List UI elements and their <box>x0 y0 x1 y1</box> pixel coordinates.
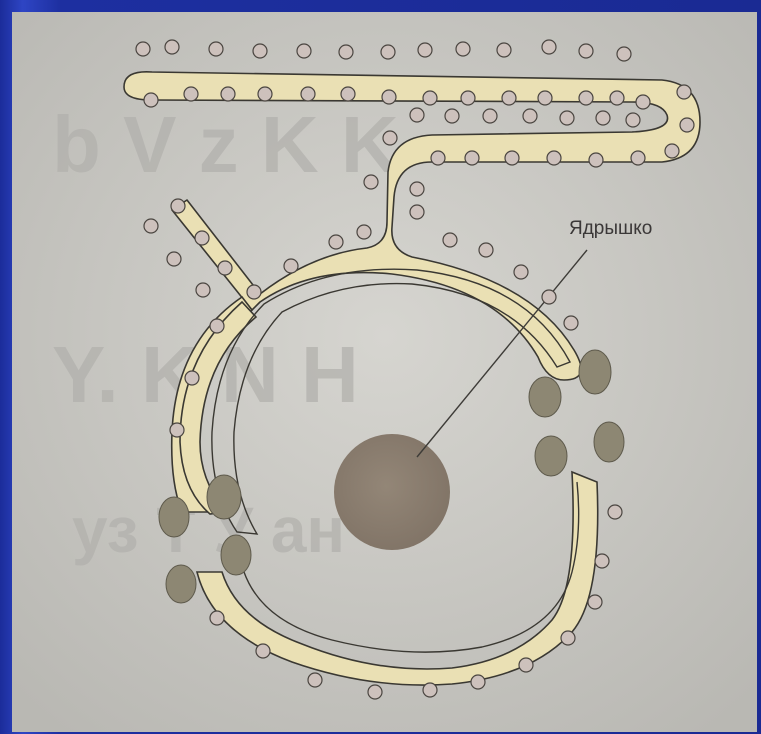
ribosome <box>209 42 223 56</box>
ribosome <box>329 235 343 249</box>
ribosome <box>483 109 497 123</box>
ribosome <box>564 316 578 330</box>
ribosome <box>144 93 158 107</box>
nuclear-pore <box>166 565 196 603</box>
ribosome <box>170 423 184 437</box>
ribosome <box>195 231 209 245</box>
ribosome <box>595 554 609 568</box>
ribosome <box>418 43 432 57</box>
ribosome <box>665 144 679 158</box>
ribosome <box>542 40 556 54</box>
ribosome <box>364 175 378 189</box>
nuclear-pore <box>529 377 561 417</box>
ribosome <box>297 44 311 58</box>
ribosome <box>636 95 650 109</box>
ribosome <box>547 151 561 165</box>
ribosome <box>471 675 485 689</box>
ribosome <box>579 91 593 105</box>
ribosome <box>560 111 574 125</box>
ribosome <box>617 47 631 61</box>
ribosome <box>410 108 424 122</box>
ribosome <box>256 644 270 658</box>
ribosome <box>144 219 158 233</box>
ribosome <box>210 319 224 333</box>
ribosome <box>253 44 267 58</box>
ribosome <box>479 243 493 257</box>
nuclear-pore <box>535 436 567 476</box>
ribosome <box>382 90 396 104</box>
ribosome <box>218 261 232 275</box>
ribosome <box>339 45 353 59</box>
nuclear-pore <box>221 535 251 575</box>
ribosome <box>561 631 575 645</box>
ribosome <box>258 87 272 101</box>
ribosome <box>171 199 185 213</box>
ribosome <box>610 91 624 105</box>
ribosome <box>210 611 224 625</box>
ribosome <box>542 290 556 304</box>
ribosome <box>247 285 261 299</box>
ribosome <box>519 658 533 672</box>
ribosome <box>221 87 235 101</box>
ribosome <box>465 151 479 165</box>
ribosome <box>626 113 640 127</box>
ribosome <box>538 91 552 105</box>
svg-text:b V z K K: b V z K K <box>52 100 399 189</box>
ribosome <box>410 205 424 219</box>
ribosome <box>165 40 179 54</box>
nuclear-pore <box>594 422 624 462</box>
ribosome <box>588 595 602 609</box>
ribosome <box>308 673 322 687</box>
ribosome <box>631 151 645 165</box>
ribosome <box>514 265 528 279</box>
ribosome <box>579 44 593 58</box>
ribosome <box>456 42 470 56</box>
diagram-photo: b V z K K Y. K N H уз Т У ан <box>12 12 757 732</box>
ribosome <box>680 118 694 132</box>
ribosome <box>136 42 150 56</box>
ribosome <box>383 131 397 145</box>
nucleolus-label: Ядрышко <box>569 218 652 240</box>
ribosome <box>445 109 459 123</box>
ribosome <box>185 371 199 385</box>
ribosome <box>423 683 437 697</box>
ribosome <box>410 182 424 196</box>
ribosome <box>431 151 445 165</box>
cell-nucleus-er-diagram: b V z K K Y. K N H уз Т У ан <box>12 12 757 732</box>
nucleolus <box>334 434 450 550</box>
ribosome <box>196 283 210 297</box>
ribosome <box>341 87 355 101</box>
ribosome <box>423 91 437 105</box>
ribosome <box>505 151 519 165</box>
ribosome <box>381 45 395 59</box>
nuclear-pore <box>579 350 611 394</box>
ribosome <box>502 91 516 105</box>
ribosome <box>461 91 475 105</box>
nuclear-pore <box>159 497 189 537</box>
ribosome <box>608 505 622 519</box>
ribosome <box>167 252 181 266</box>
ribosome <box>184 87 198 101</box>
nuclear-pore <box>207 475 241 519</box>
ribosome <box>589 153 603 167</box>
ribosome <box>677 85 691 99</box>
ribosome <box>368 685 382 699</box>
ribosome <box>523 109 537 123</box>
ribosome <box>596 111 610 125</box>
ribosome <box>443 233 457 247</box>
ribosome <box>284 259 298 273</box>
ribosome <box>357 225 371 239</box>
ribosome <box>301 87 315 101</box>
ribosome <box>497 43 511 57</box>
